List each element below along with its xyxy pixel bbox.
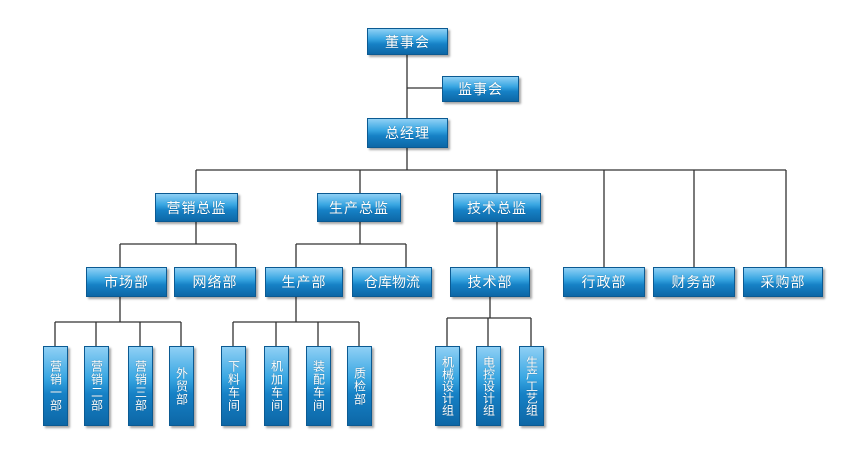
elec-design-group-box: 电控设计组 [476,346,501,426]
admin-dept-box: 行政部 [563,267,645,297]
tech-dept-box: 技术部 [450,267,530,297]
market-dept-box: 市场部 [86,267,167,297]
mech-design-group-box: 机械设计组 [435,346,460,426]
production-dept-box: 生产部 [265,267,343,297]
finance-dept-box: 财务部 [653,267,735,297]
supervisors-box: 监事会 [442,76,519,102]
process-group-box: 生产工艺组 [519,346,544,426]
blanking-workshop-box: 下料车间 [221,346,246,426]
sales-2-box: 营销二部 [84,346,109,426]
gm-box: 总经理 [367,118,448,148]
warehouse-logistics-box: 仓库物流 [352,267,432,297]
machining-workshop-box: 机加车间 [264,346,289,426]
assembly-workshop-box: 装配车间 [306,346,331,426]
board-box: 董事会 [367,28,448,55]
network-dept-box: 网络部 [174,267,256,297]
sales-3-box: 营销三部 [128,346,153,426]
sales-1-box: 营销一部 [43,346,68,426]
production-director-box: 生产总监 [317,193,401,222]
marketing-director-box: 营销总监 [155,193,238,222]
purchasing-dept-box: 采购部 [743,267,823,297]
tech-director-box: 技术总监 [453,193,541,222]
foreign-trade-box: 外贸部 [169,346,194,426]
quality-inspection-box: 质检部 [347,346,372,426]
